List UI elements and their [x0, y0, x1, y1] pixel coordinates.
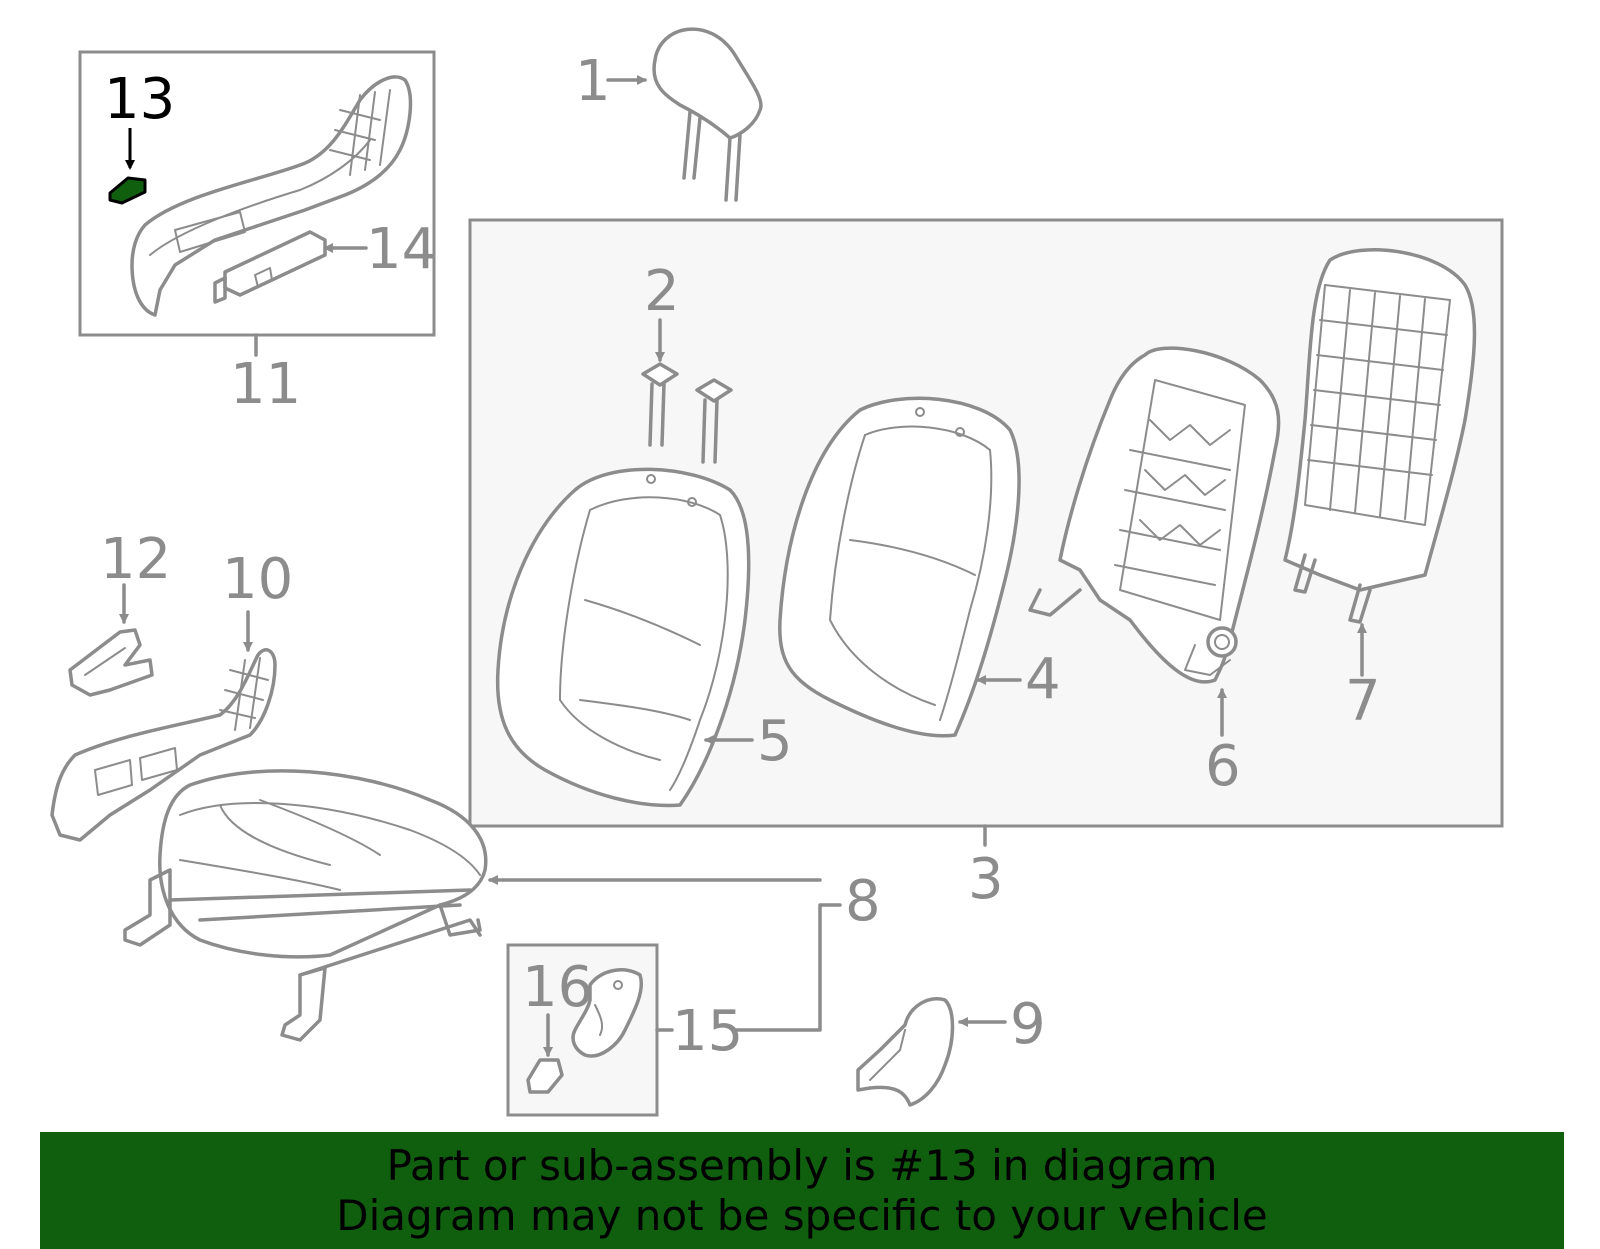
callout-9: 9	[1010, 992, 1046, 1057]
banner-line-1: Part or sub-assembly is #13 in diagram	[386, 1140, 1218, 1190]
bracket-part-15	[571, 968, 643, 1058]
seatback-cover-part	[495, 467, 751, 808]
callout-16: 16	[522, 955, 593, 1020]
seat-cushion-part	[123, 769, 488, 1042]
callout-7: 7	[1345, 669, 1381, 734]
callout-5: 5	[757, 709, 793, 774]
callout-2: 2	[644, 259, 680, 324]
callout-6: 6	[1205, 734, 1241, 799]
callout-4: 4	[1025, 647, 1061, 712]
headrest-guide-part	[641, 362, 733, 464]
headrest-part	[652, 27, 763, 202]
callout-8: 8	[845, 869, 881, 934]
seat-parts-diagram: 1 2 3 4 5 6 7 8 9 10 11 12 13 14 15 16	[50, 27, 1504, 1117]
callout-13: 13	[104, 67, 175, 132]
callout-12: 12	[100, 527, 171, 592]
callout-15: 15	[672, 999, 743, 1064]
info-banner: Part or sub-assembly is #13 in diagram D…	[40, 1132, 1564, 1249]
inner-shield-part	[50, 648, 277, 842]
seatback-frame-part	[1028, 346, 1281, 684]
seatback-board-part	[1283, 248, 1477, 624]
callout-1: 1	[575, 49, 611, 114]
callout-10: 10	[222, 547, 293, 612]
trim-part-12	[68, 628, 154, 697]
seatback-pad-part	[778, 396, 1021, 738]
callout-3: 3	[968, 847, 1004, 912]
callout-14: 14	[366, 217, 437, 282]
side-shield-part	[130, 75, 413, 317]
banner-line-2: Diagram may not be specific to your vehi…	[336, 1190, 1268, 1240]
callout-11: 11	[230, 352, 301, 417]
clip-part-16	[526, 1058, 564, 1094]
recliner-cover-part	[856, 997, 955, 1107]
part-13-highlighted	[108, 176, 147, 205]
leader-lines	[119, 75, 1367, 1057]
seat-switch-part	[213, 230, 327, 304]
